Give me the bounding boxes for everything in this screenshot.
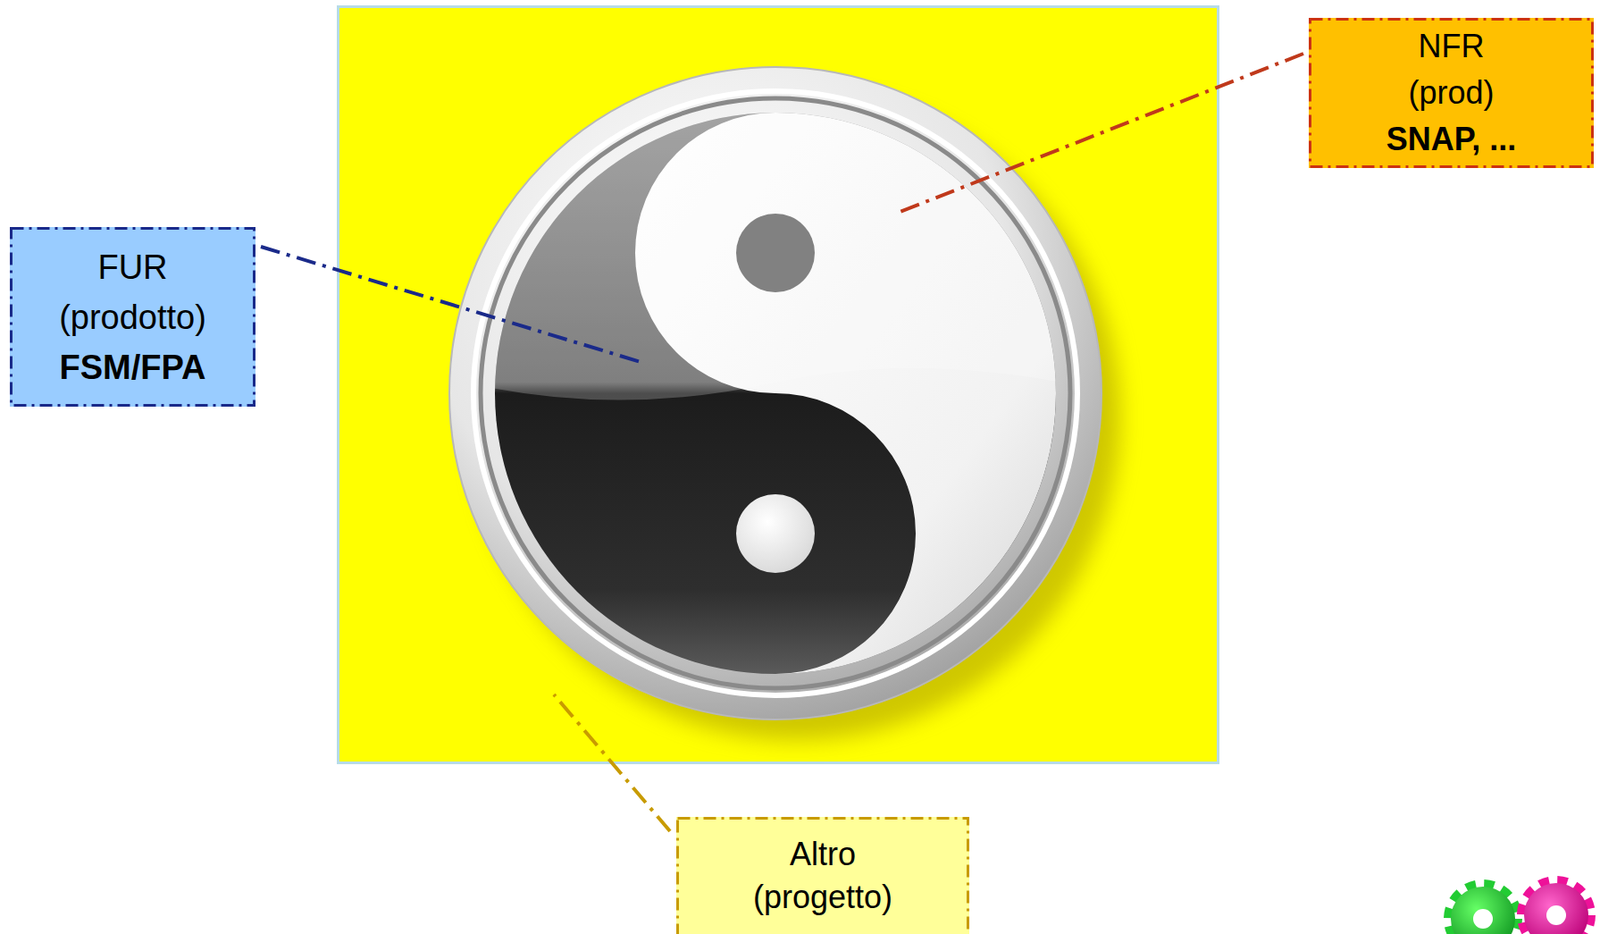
box-label: (progetto) bbox=[753, 875, 893, 919]
leader-line bbox=[260, 246, 641, 362]
gear-teeth bbox=[1522, 880, 1591, 934]
gear-body bbox=[1450, 886, 1516, 934]
box-label: (prod) bbox=[1407, 69, 1494, 117]
gloss bbox=[482, 98, 1073, 401]
box-label: NFR bbox=[1417, 23, 1484, 70]
box-label: FUR bbox=[97, 242, 168, 293]
box-outline bbox=[676, 816, 970, 934]
yellow-panel bbox=[338, 7, 1219, 763]
gear-body bbox=[1524, 882, 1589, 934]
altro-box: Altro(progetto) bbox=[676, 816, 970, 934]
leader-line bbox=[897, 53, 1304, 213]
gear-hole bbox=[1473, 908, 1493, 929]
yin-yang-icon bbox=[449, 67, 1121, 740]
text-group: Altro(progetto) bbox=[753, 832, 893, 919]
leader-line bbox=[553, 694, 671, 831]
white-dot bbox=[736, 494, 815, 573]
bezel-ring bbox=[473, 91, 1078, 696]
box-label: Altro bbox=[789, 832, 856, 876]
method-label: SNAP, ... bbox=[1386, 116, 1517, 163]
gear-teeth bbox=[1449, 884, 1517, 934]
dash-dot-border bbox=[11, 228, 255, 406]
text-group: FUR(prodotto)FSM/FPA bbox=[58, 242, 207, 393]
dash-dot-border bbox=[678, 818, 969, 934]
gear-hole bbox=[1546, 904, 1567, 925]
dash-dot-border bbox=[1310, 19, 1593, 168]
box-label: (prodotto) bbox=[58, 292, 207, 343]
text-group: NFR(prod)SNAP, ... bbox=[1386, 23, 1517, 163]
icon-bezel bbox=[449, 67, 1102, 720]
nfr-box: NFR(prod)SNAP, ... bbox=[1308, 17, 1594, 168]
method-label: FSM/FPA bbox=[59, 342, 207, 393]
fur-box: FUR(prodotto)FSM/FPA bbox=[9, 226, 256, 407]
gears-icon bbox=[1449, 880, 1591, 934]
